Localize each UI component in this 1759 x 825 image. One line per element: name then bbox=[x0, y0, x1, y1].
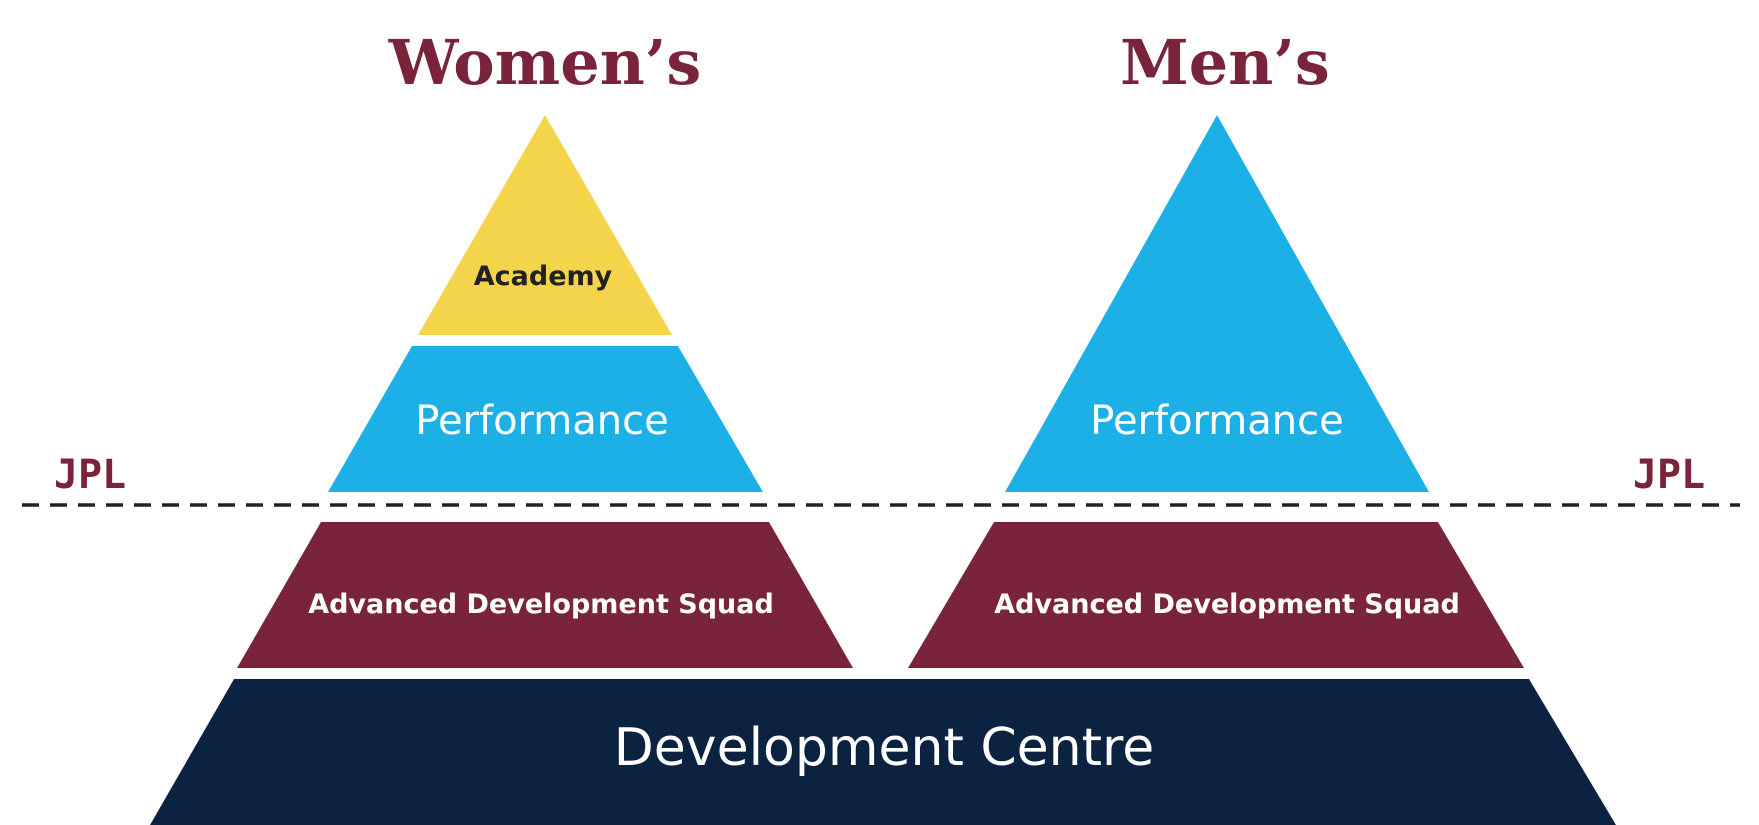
women-ads-tier bbox=[237, 522, 853, 668]
development-centre-tier bbox=[150, 679, 1616, 825]
men-title: Men’s bbox=[1120, 26, 1330, 99]
women-academy-tier bbox=[418, 115, 672, 335]
men-performance-label: Performance bbox=[1090, 398, 1343, 444]
men-ads-tier bbox=[908, 522, 1524, 668]
women-performance-label: Performance bbox=[415, 398, 668, 444]
women-ads-label: Advanced Development Squad bbox=[308, 589, 774, 620]
women-academy-label: Academy bbox=[474, 261, 613, 292]
women-performance-tier bbox=[328, 346, 763, 492]
men-ads-label: Advanced Development Squad bbox=[994, 589, 1460, 620]
jpl-label-right: JPL bbox=[1633, 452, 1705, 498]
men-performance-tier bbox=[1005, 115, 1429, 492]
women-title: Women’s bbox=[388, 26, 702, 99]
jpl-label-left: JPL bbox=[54, 452, 126, 498]
development-centre-label: Development Centre bbox=[614, 718, 1154, 778]
